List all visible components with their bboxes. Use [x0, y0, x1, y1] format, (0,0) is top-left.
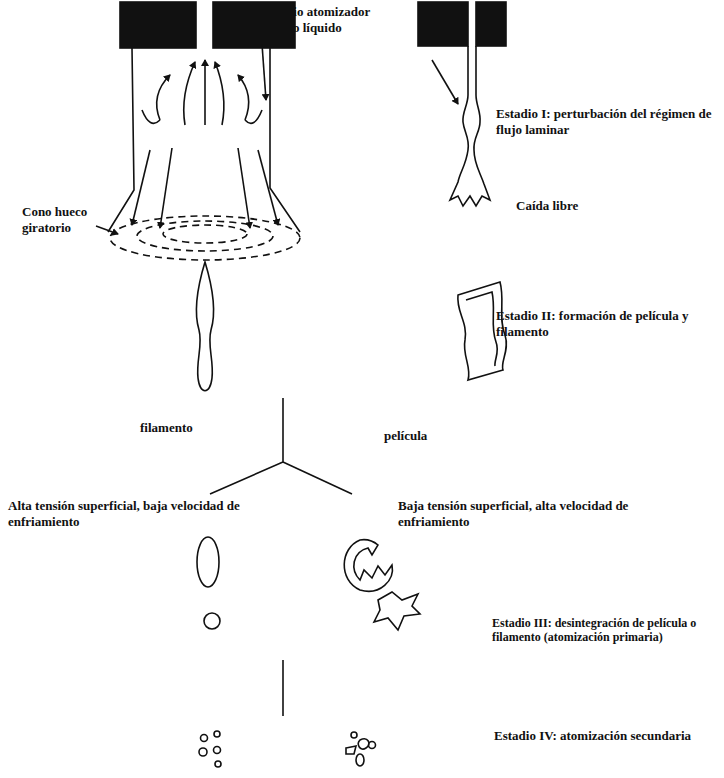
stage-label: Estadio I: perturbación del régimen de f… [496, 106, 718, 137]
stage-label: Medio atomizador Gas o líquido [268, 4, 392, 35]
stage-label: Estadio II: formación de película y fila… [496, 308, 711, 339]
stage-label: Baja tensión superficial, alta velocidad… [398, 498, 668, 529]
stage-label: Cono hueco giratorio [22, 204, 102, 235]
stage-label: filamento [140, 420, 240, 436]
stage-label: película [384, 428, 484, 444]
stage-label: Caída libre [516, 198, 636, 214]
stage-label: Estadio III: desintegración de película … [492, 616, 720, 645]
stage-label: Estadio IV: atomización secundaria [494, 728, 694, 744]
stage-label: Alta tensión superficial, baja velocidad… [8, 498, 246, 529]
